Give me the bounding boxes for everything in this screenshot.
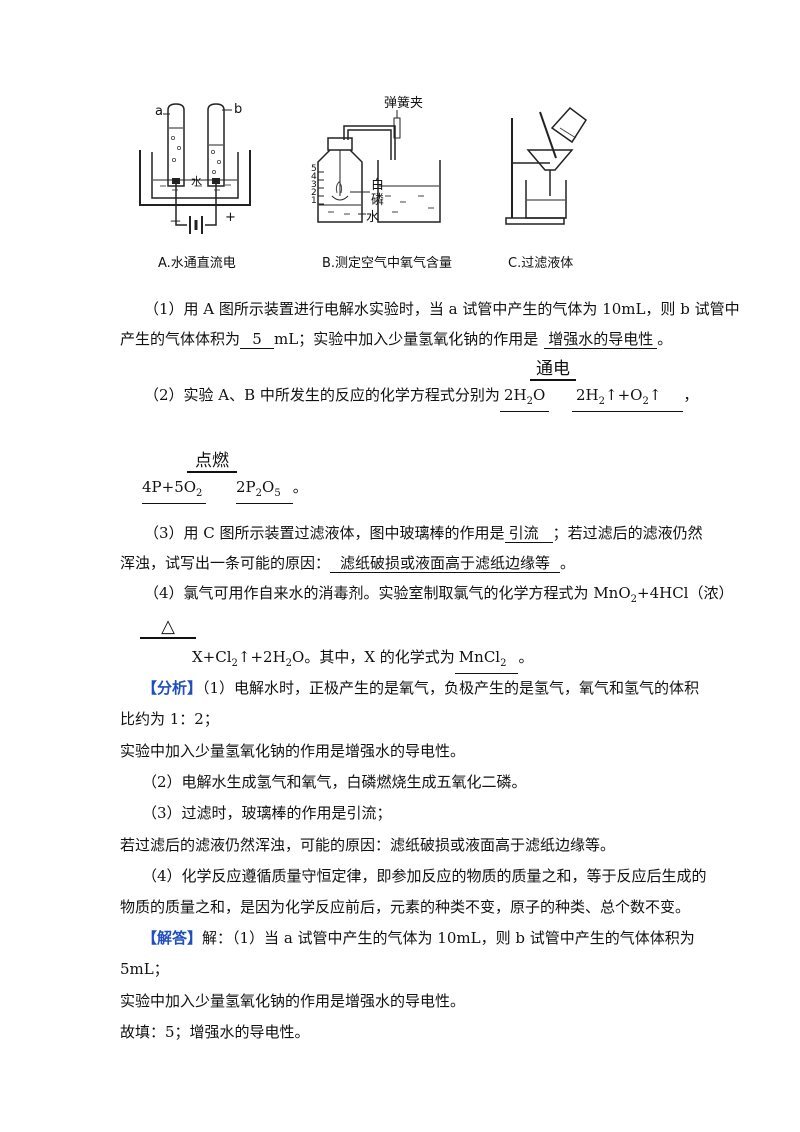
analysis-line5: （3）过滤时，玻璃棒的作用是引流； — [142, 804, 392, 822]
analysis-tag: 【分析】 — [142, 679, 203, 697]
answer-tag: 【解答】 — [142, 929, 203, 947]
analysis-line4: （2）电解水生成氢气和氧气，白磷燃烧生成五氧化二磷。 — [142, 773, 527, 791]
tube-a-label: a — [155, 104, 163, 119]
caption-a: A.水通直流电 — [158, 256, 236, 271]
scale-mark: 1 — [311, 196, 317, 206]
electrolysis-condition: 通电 — [530, 354, 576, 381]
tube-b-label: b — [234, 102, 243, 117]
analysis-line8: 物质的质量之和，是因为化学反应前后，元素的种类不变，原子的种类、总个数不变。 — [120, 898, 691, 916]
water-label-a: 水 — [191, 175, 202, 188]
q4-line1: （4）氯气可用作自来水的消毒剂。实验室制取氯气的化学方程式为 MnO2+4HCl… — [144, 584, 734, 605]
analysis-line7: （4）化学反应遵循质量守恒定律，即参加反应的物质的质量之和，等于反应后生成的 — [142, 867, 707, 885]
q1-line1: （1）用 A 图所示装置进行电解水实验时，当 a 试管中产生的气体为 10mL，… — [144, 300, 740, 318]
analysis-line1: 【分析】（1）电解水时，正极产生的是氧气，负极产生的是氢气，氧气和氢气的体积 — [142, 679, 700, 697]
q2-prefix: （2）实验 A、B 中所发生的反应的化学方程式分别为 — [144, 386, 500, 404]
q3-line1: （3）用 C 图所示装置过滤液体，图中玻璃棒的作用是引流；若过滤后的滤液仍然 — [144, 524, 703, 543]
answer-line1: 【解答】解：（1）当 a 试管中产生的气体为 10mL，则 b 试管中产生的气体… — [142, 929, 695, 947]
scale-mark: 5 — [311, 164, 317, 174]
q2-eq2-product: 2P2O5。 — [236, 476, 308, 504]
q1-end: 。 — [657, 330, 673, 348]
q3-answer-role: 引流 — [504, 524, 553, 543]
heating-condition: △ — [140, 616, 196, 639]
q3-line2: 浑浊，试写出一条可能的原因：滤纸破损或液面高于滤纸边缘等。 — [120, 554, 576, 573]
q1-line2-prefix: 产生的气体体积为 — [120, 330, 241, 348]
answer-line3: 实验中加入少量氢氧化钠的作用是增强水的导电性。 — [120, 992, 466, 1010]
analysis-line6: 若过滤后的滤液仍然浑浊，可能的原因：滤纸破损或液面高于滤纸边缘等。 — [120, 836, 616, 854]
q3-answer-reason: 滤纸破损或液面高于滤纸边缘等 — [330, 554, 561, 573]
water-label-b: 水 — [366, 210, 380, 225]
q2-eq1-product: 2H2↑+O2↑， — [572, 384, 698, 412]
bottle-scale: 5 4 3 2 1 — [311, 164, 317, 206]
q1-unit-text: mL；实验中加入少量氢氧化钠的作用是 — [274, 330, 539, 348]
analysis-line3: 实验中加入少量氢氧化钠的作用是增强水的导电性。 — [120, 742, 466, 760]
spring-clip-label: 弹簧夹 — [384, 96, 424, 111]
answer-line2: 5mL； — [120, 960, 169, 978]
q1-answer-role: 增强水的导电性 — [544, 330, 658, 349]
positive-terminal-label: + — [225, 210, 236, 225]
q4-answer-formula: MnCl2 — [454, 648, 519, 674]
caption-c: C.过滤液体 — [508, 256, 574, 271]
scale-mark: 3 — [311, 180, 317, 190]
scale-mark: 4 — [311, 172, 317, 182]
scale-mark: 2 — [311, 188, 317, 198]
answer-line4: 故填：5；增强水的导电性。 — [120, 1023, 310, 1041]
q2-eq1-reactant: 2H2O — [499, 386, 550, 412]
combustion-condition: 点燃 — [187, 446, 237, 473]
analysis-line2: 比约为 1：2； — [120, 710, 219, 728]
q1-answer-volume: 5 — [240, 330, 275, 349]
negative-terminal-label: － — [169, 215, 183, 230]
caption-b: B.测定空气中氧气含量 — [322, 256, 453, 271]
white-phosphorus-label: 白磷 — [371, 178, 385, 208]
q2-eq2-reactant: 4P+5O2 — [142, 476, 207, 504]
